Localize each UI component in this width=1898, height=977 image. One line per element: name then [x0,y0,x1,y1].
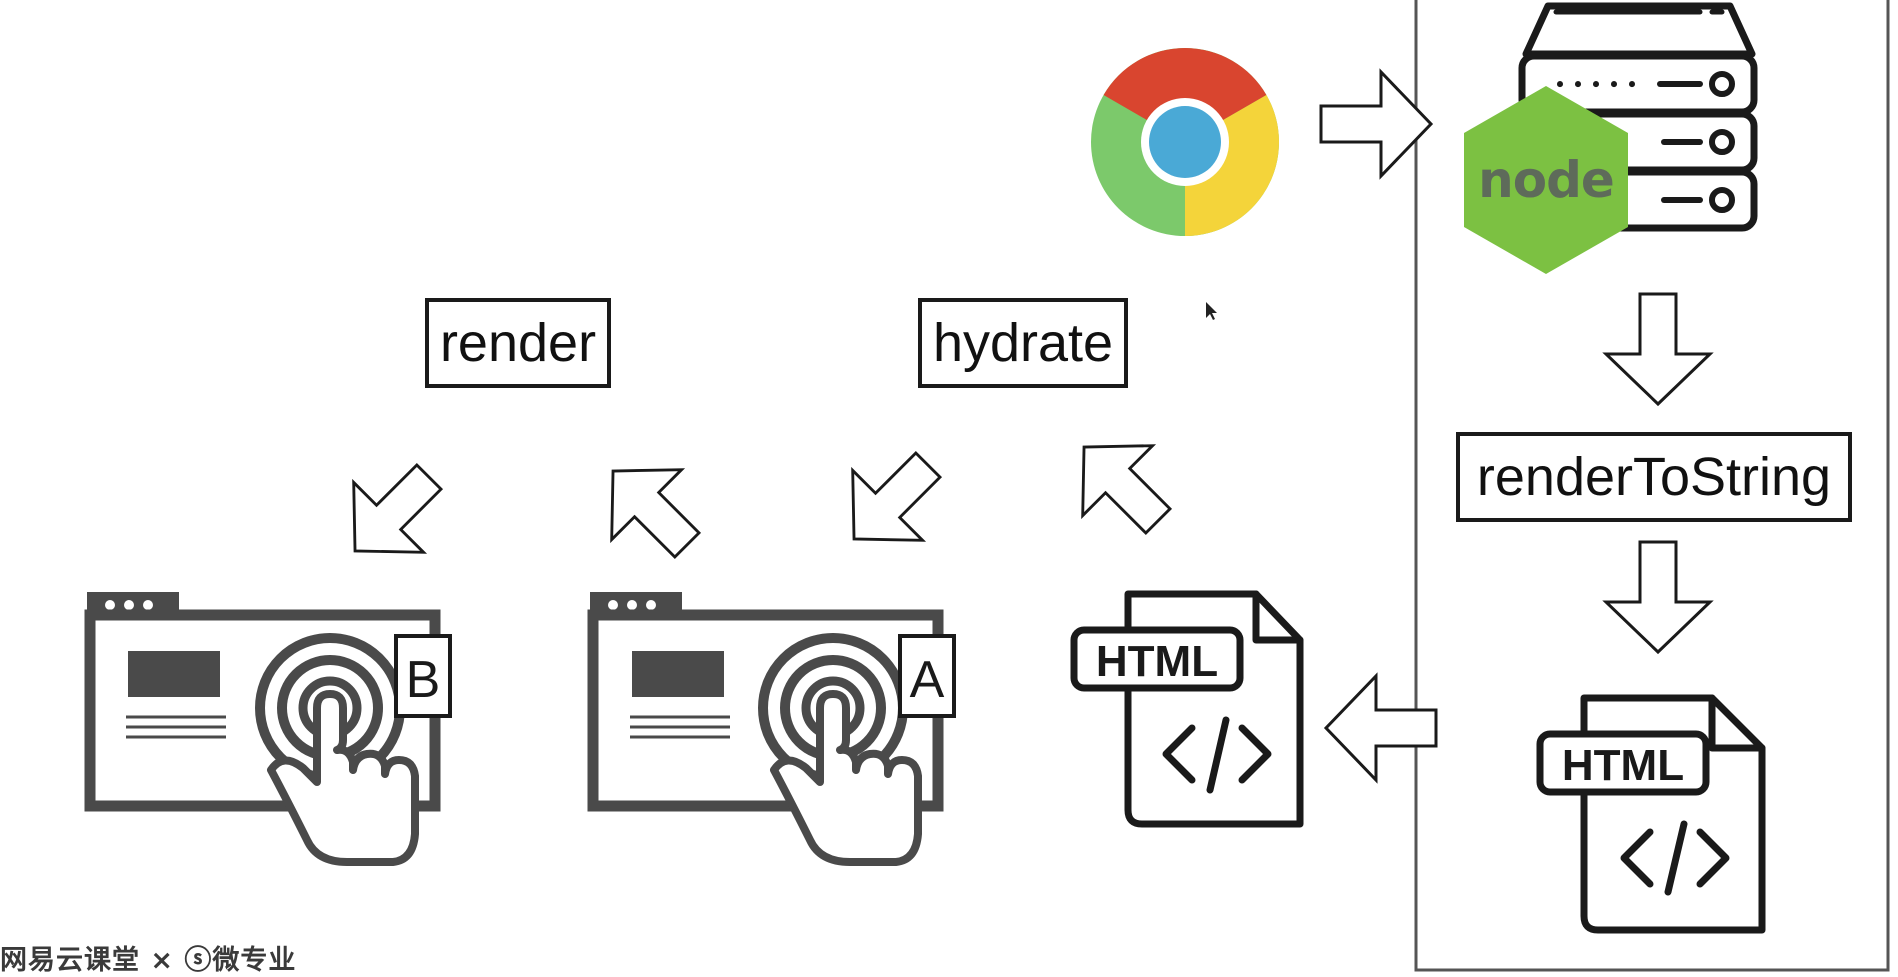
node-logo-text: node [1478,151,1614,209]
page-a-icon [587,592,956,866]
html-file-icon-server [1536,694,1766,934]
arrow-page-a-to-render [576,434,724,582]
render-to-string-label-text: renderToString [1476,447,1832,507]
page-b-icon [84,592,452,866]
watermark-text: 网易云课堂 × ⓢ微专业 [0,945,297,976]
watermark: 网易云课堂 × ⓢ微专业 [0,938,296,977]
mouse-cursor-icon [1206,302,1217,320]
html-file-icon-client [1070,590,1304,828]
arrow-rendertostring-to-html [1604,540,1712,654]
server-panel-frame [1414,0,1890,972]
html-tag-text-client: HTML [1096,637,1218,686]
hydrate-label: hydrate [918,298,1128,388]
html-tag-text-server: HTML [1562,741,1684,790]
arrow-html-to-hydrate [1047,410,1195,558]
page-a-badge: A [910,651,945,709]
arrow-hydrate-to-page-a [817,428,965,576]
render-label-text: render [439,313,597,373]
arrow-render-to-page-b [318,440,466,588]
node-logo: node [1464,86,1628,274]
chrome-icon [1091,48,1279,236]
arrow-server-to-rendertostring [1604,292,1712,406]
render-label: render [425,298,611,388]
hydrate-label-text: hydrate [932,313,1114,373]
render-to-string-label: renderToString [1456,432,1852,522]
page-b-badge: B [406,651,441,709]
arrow-html-to-client [1324,674,1438,782]
